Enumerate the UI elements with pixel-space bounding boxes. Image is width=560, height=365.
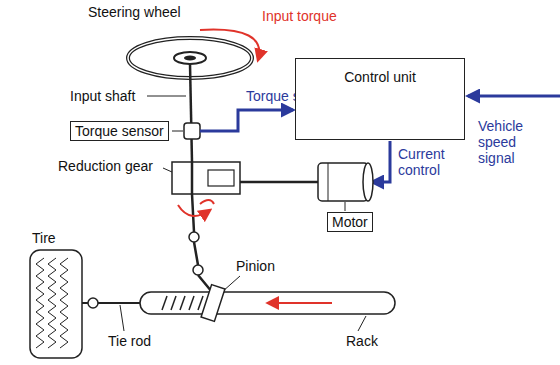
tie-rod bbox=[98, 302, 140, 304]
part-label: Input torque bbox=[262, 8, 337, 24]
pinion bbox=[201, 285, 225, 322]
label-box: Torque sensor bbox=[70, 121, 169, 141]
control-unit-box: Control unit bbox=[295, 58, 465, 140]
part-label: Pinion bbox=[236, 258, 275, 274]
leader-line bbox=[345, 202, 346, 211]
input-shaft bbox=[190, 64, 192, 162]
motor bbox=[318, 163, 368, 201]
universal-joint bbox=[189, 232, 199, 242]
leader-line bbox=[147, 96, 186, 97]
part-label: Input shaft bbox=[70, 88, 135, 104]
rack-arrow bbox=[268, 302, 332, 304]
part-label: Reduction gear bbox=[58, 158, 153, 174]
tire-tread bbox=[36, 258, 68, 348]
label-box: Motor bbox=[327, 212, 373, 232]
leader-line bbox=[172, 131, 183, 132]
torque-sensor bbox=[184, 123, 200, 139]
leader-line bbox=[163, 168, 172, 172]
part-label: Tie rod bbox=[108, 333, 151, 349]
part-label: Vehicle speed signal bbox=[478, 118, 556, 166]
reduction-gear bbox=[172, 162, 240, 194]
signal-wire bbox=[200, 110, 293, 131]
motor-shaft bbox=[240, 181, 318, 184]
torque-arrow bbox=[200, 30, 259, 60]
node-text: Motor bbox=[332, 214, 368, 230]
part-label: Steering wheel bbox=[88, 4, 181, 20]
universal-joint bbox=[193, 265, 203, 275]
intermediate-shaft bbox=[192, 194, 212, 292]
tire bbox=[30, 250, 82, 358]
leader-line bbox=[120, 305, 124, 331]
node-text: Torque sensor bbox=[75, 123, 164, 139]
node-text: Control unit bbox=[296, 69, 464, 85]
rotation-arrow bbox=[178, 205, 210, 216]
part-label: Tire bbox=[32, 230, 56, 246]
signal-wire bbox=[372, 141, 390, 182]
part-label: Rack bbox=[346, 333, 378, 349]
rack bbox=[140, 292, 395, 314]
part-label: Current control bbox=[398, 146, 460, 178]
leader-line bbox=[358, 316, 366, 331]
signal-wire bbox=[468, 95, 560, 98]
